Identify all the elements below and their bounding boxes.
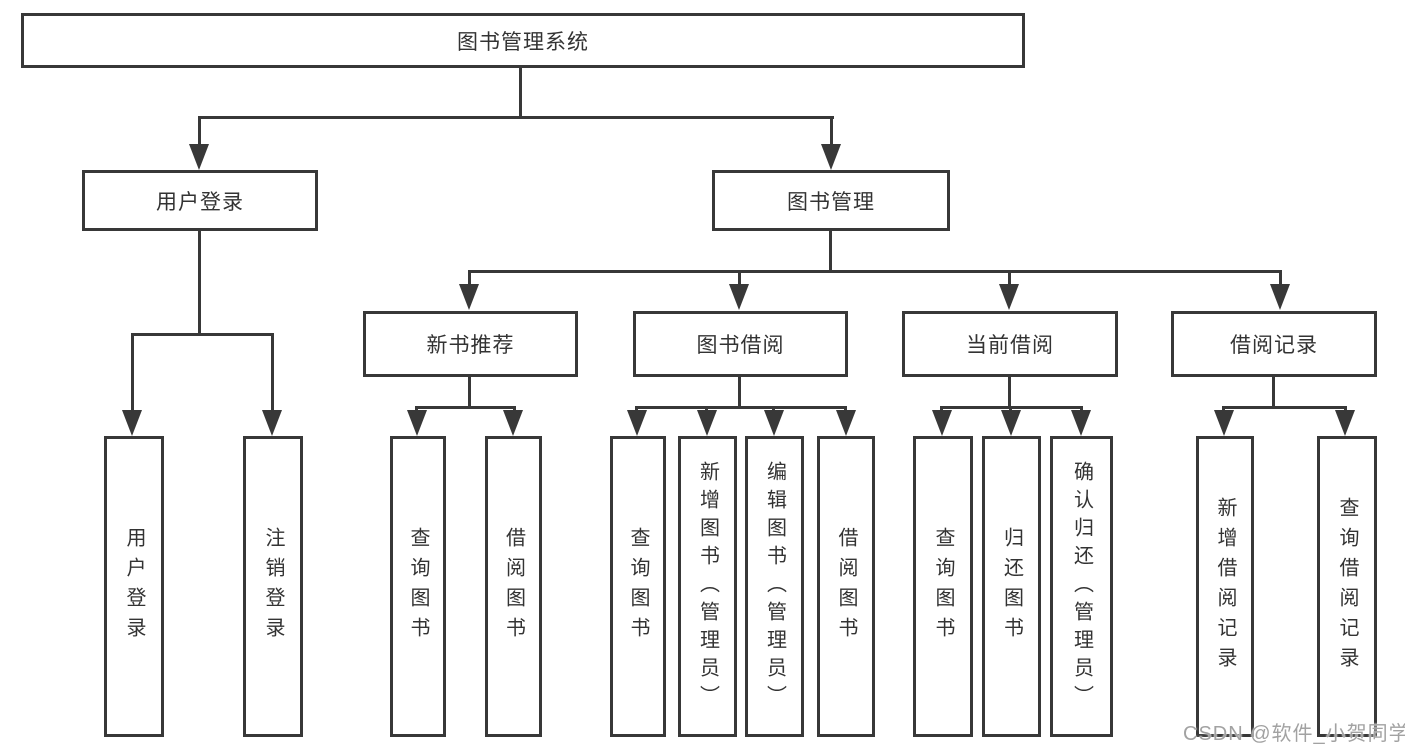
node-new-book-recommendation: 新书推荐 [363,311,578,377]
arrow-down-icon [697,410,717,436]
node-label: 编辑图书（管理员） [763,460,786,713]
node-label: 查询借阅记录 [1336,496,1358,677]
arrow-down-icon [1214,410,1234,436]
connector-current-stem [1008,375,1011,409]
arrow-down-icon [836,410,856,436]
connector-root-branch [198,116,834,119]
node-label: 图书管理 [787,190,875,214]
arrow-down-icon [1071,410,1091,436]
node-label: 新增图书（管理员） [696,460,719,713]
node-current-borrowing: 当前借阅 [902,311,1118,377]
node-label: 确认归还（管理员） [1070,460,1093,713]
arrow-down-icon [999,284,1019,310]
node-label: 查询图书 [627,526,649,647]
node-library-management-system: 图书管理系统 [21,13,1025,68]
leaf-add-borrow-record: 新增借阅记录 [1196,436,1254,737]
connector-root-drop-right [830,116,833,150]
connector-user-login-drop-2 [271,333,274,413]
leaf-query-books-recommend: 查询图书 [390,436,446,737]
arrow-down-icon [503,410,523,436]
node-book-borrowing: 图书借阅 [633,311,848,377]
connector-book-mgmt-branch [468,270,1282,273]
connector-user-login-drop-1 [131,333,134,413]
arrow-down-icon [407,410,427,436]
arrow-down-icon [122,410,142,436]
node-label: 借阅图书 [502,526,525,647]
connector-recommend-stem [468,375,471,409]
node-borrowing-records: 借阅记录 [1171,311,1377,377]
arrow-down-icon [189,144,209,170]
leaf-borrow-books: 借阅图书 [817,436,875,737]
connector-book-mgmt-drop-3 [1008,270,1011,288]
node-label: 用户登录 [156,190,244,214]
node-label: 新书推荐 [426,334,515,357]
leaf-borrow-books-recommend: 借阅图书 [485,436,542,737]
connector-user-login-branch [131,333,274,336]
connector-book-mgmt-drop-2 [738,270,741,288]
arrow-down-icon [1270,284,1290,310]
connector-book-mgmt-drop-1 [468,270,471,288]
node-label: 图书管理系统 [457,30,589,54]
connector-book-mgmt-stem [829,229,832,273]
leaf-query-borrow-record: 查询借阅记录 [1317,436,1377,737]
node-label: 新增借阅记录 [1214,496,1236,677]
arrow-down-icon [764,410,784,436]
leaf-query-books-current: 查询图书 [913,436,973,737]
arrow-down-icon [627,410,647,436]
leaf-return-books: 归还图书 [982,436,1041,737]
node-label: 用户登录 [123,526,145,647]
leaf-add-books-admin: 新增图书（管理员） [678,436,737,737]
arrow-down-icon [821,144,841,170]
csdn-watermark: CSDN @软件_小贺同学 [1183,723,1405,745]
node-label: 借阅图书 [835,526,857,647]
connector-records-branch [1222,406,1347,409]
connector-borrowing-branch [635,406,847,409]
connector-root-drop-left [198,116,201,150]
connector-borrowing-stem [738,375,741,409]
arrow-down-icon [459,284,479,310]
arrow-down-icon [932,410,952,436]
node-label: 注销登录 [262,526,284,647]
node-book-management: 图书管理 [712,170,950,231]
arrow-down-icon [729,284,749,310]
node-label: 借阅记录 [1230,334,1318,357]
connector-user-login-stem [198,229,201,336]
node-label: 图书借阅 [696,334,785,357]
connector-book-mgmt-drop-4 [1279,270,1282,288]
arrow-down-icon [1335,410,1355,436]
leaf-user-login: 用户登录 [104,436,164,737]
leaf-confirm-return-admin: 确认归还（管理员） [1050,436,1113,737]
node-label: 当前借阅 [966,334,1054,357]
node-label: 归还图书 [1000,526,1023,647]
node-label: 查询图书 [932,526,954,647]
leaf-query-books-borrowing: 查询图书 [610,436,666,737]
node-user-login: 用户登录 [82,170,318,231]
leaf-edit-books-admin: 编辑图书（管理员） [745,436,804,737]
arrow-down-icon [262,410,282,436]
connector-records-stem [1272,375,1275,409]
connector-root-stem [519,66,522,119]
leaf-logout: 注销登录 [243,436,303,737]
node-label: 查询图书 [407,526,429,647]
arrow-down-icon [1001,410,1021,436]
connector-recommend-branch [415,406,516,409]
